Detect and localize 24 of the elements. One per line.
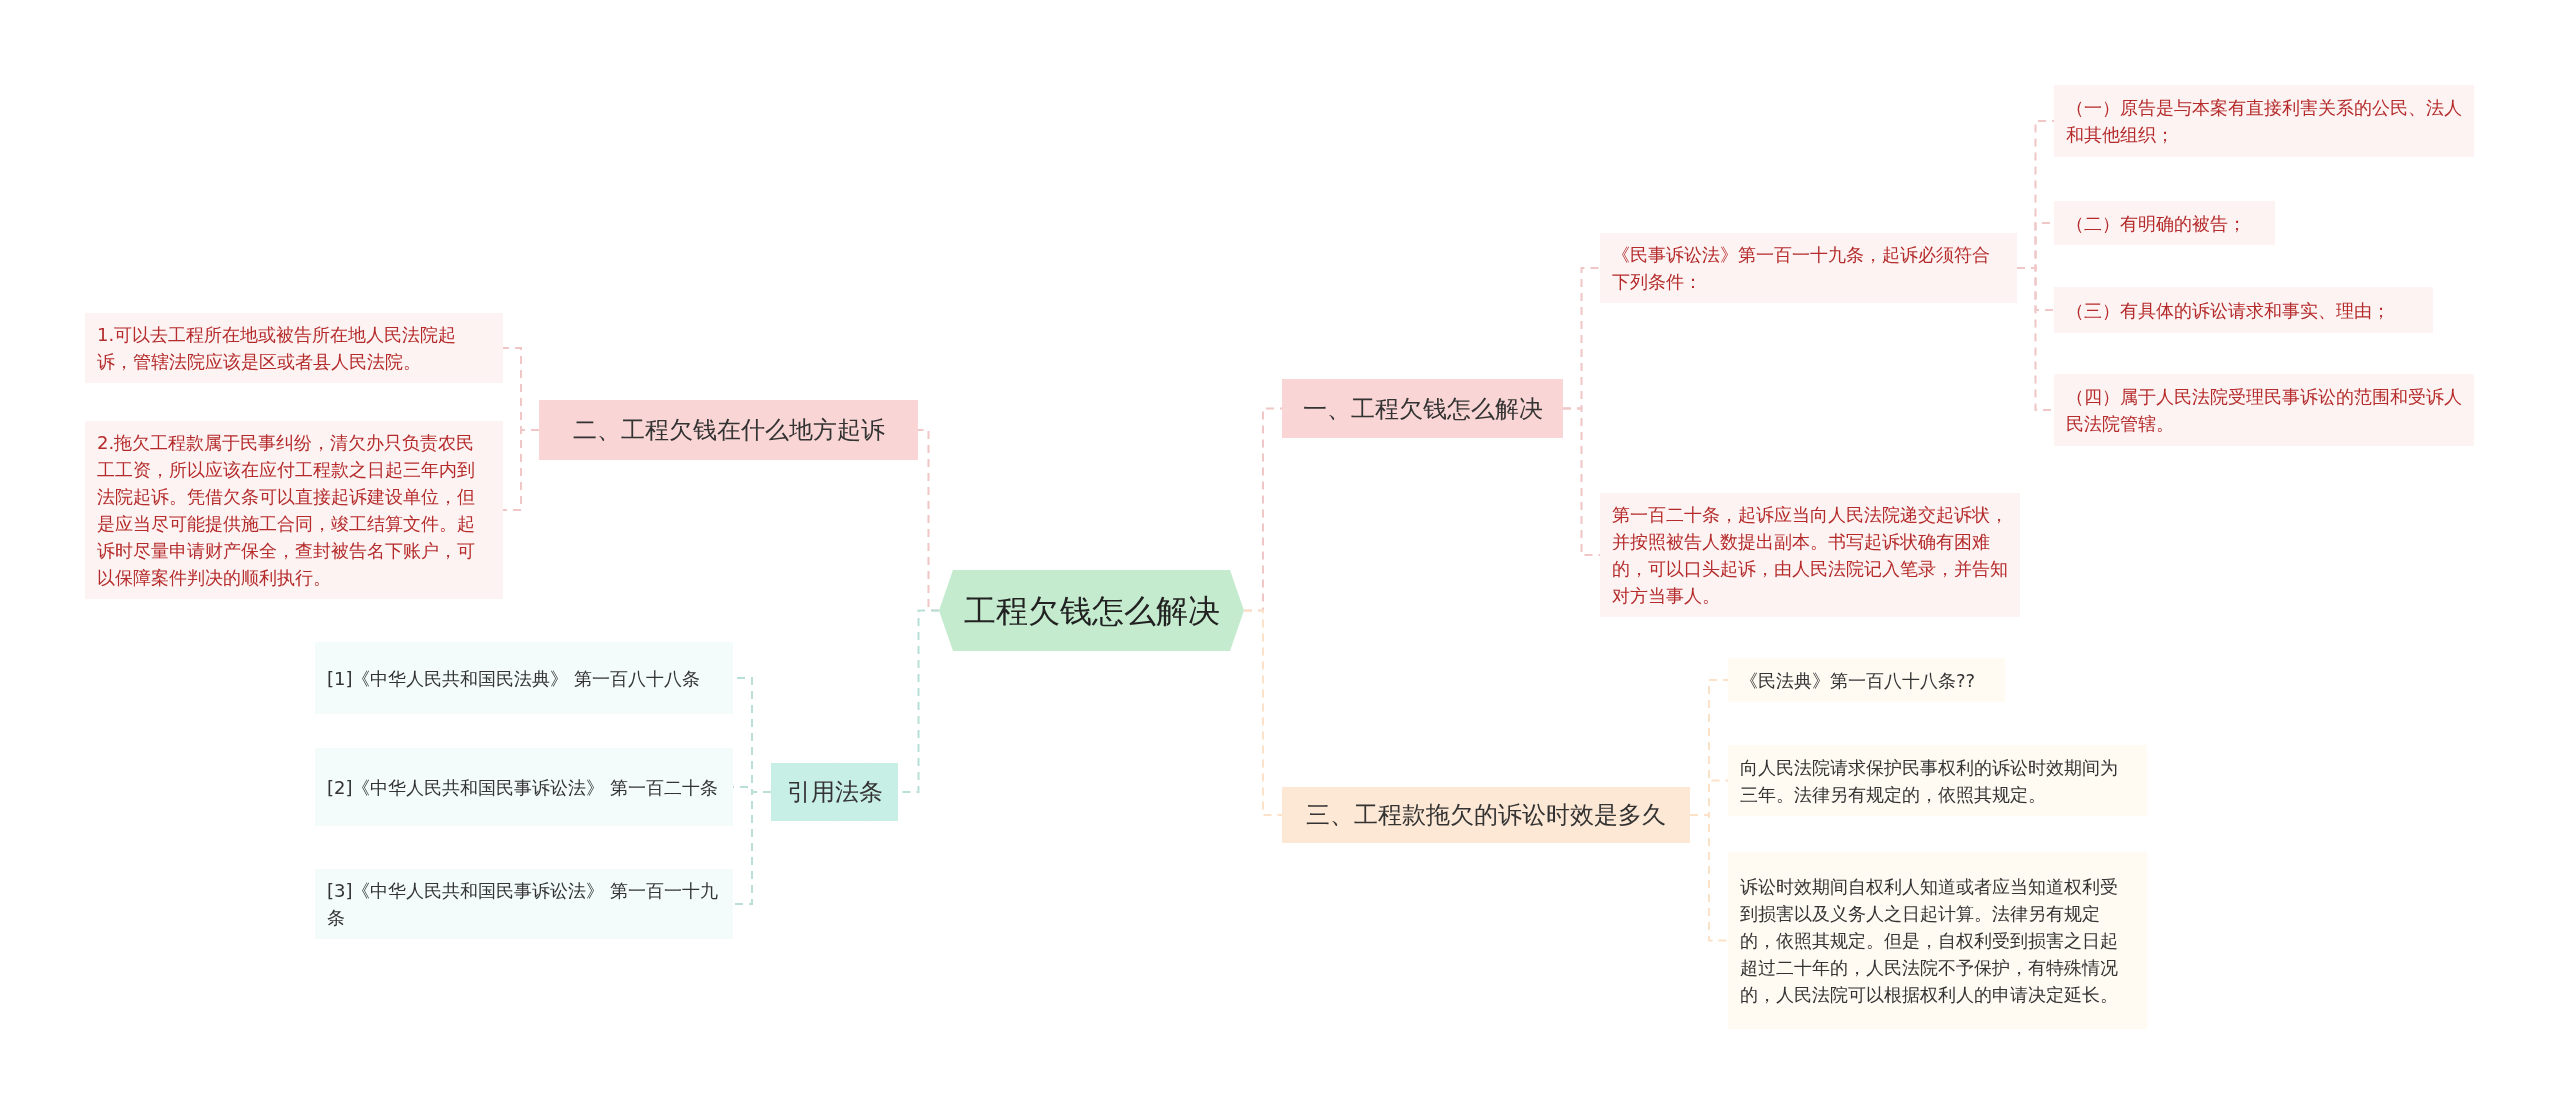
connector: [1562, 407, 1601, 556]
connector: [1243, 609, 1283, 816]
note-box: 2.拖欠工程款属于民事纠纷，清欠办只负责农民工工资，所以应该在应付工程款之日起三年内到法院起诉。凭借欠条可以直接起诉建设单位，但是应当尽可能提供施工合同，竣工结算文件。起诉时尽量申请财产保全，查封被告名下账户，可以保障案件判决的顺利执行。: [85, 421, 503, 599]
note-box: [2]《中华人民共和国民事诉讼法》 第一百二十条: [315, 748, 733, 826]
connector: [732, 791, 772, 905]
note-box: [1]《中华人民共和国民法典》 第一百八十八条: [315, 642, 733, 714]
note-box: [3]《中华人民共和国民事诉讼法》 第一百一十九条: [315, 869, 733, 939]
note-box: 诉讼时效期间自权利人知道或者应当知道权利受到损害以及义务人之日起计算。法律另有规定的，依照其规定。但是，自权利受到损害之日起超过二十年的，人民法院不予保护，有特殊情况的，人民法院可以根据权利人的申请决定延长。: [1728, 852, 2147, 1029]
topic-box: 三、工程款拖欠的诉讼时效是多久: [1282, 787, 1690, 843]
note-box: （一）原告是与本案有直接利害关系的公民、法人和其他组织；: [2054, 85, 2474, 157]
note-box: （四）属于人民法院受理民事诉讼的范围和受诉人民法院管辖。: [2054, 374, 2474, 446]
note-box: 第一百二十条，起诉应当向人民法院递交起诉状，并按照被告人数提出副本。书写起诉状确有困难的，可以口头起诉，由人民法院记入笔录，并告知对方当事人。: [1600, 493, 2020, 617]
note-box: （二）有明确的被告；: [2054, 201, 2275, 245]
note-box: （三）有具体的诉讼请求和事实、理由；: [2054, 287, 2433, 333]
connector: [502, 429, 540, 511]
note-box: 1.可以去工程所在地或被告所在地人民法院起诉，管辖法院应该是区或者县人民法院。: [85, 313, 503, 383]
topic-box: 二、工程欠钱在什么地方起诉: [539, 400, 918, 460]
note-box: 向人民法院请求保护民事权利的诉讼时效期间为三年。法律另有规定的，依照其规定。: [1728, 745, 2147, 816]
connector: [1689, 814, 1729, 942]
hexagon-node: 工程欠钱怎么解决: [939, 570, 1244, 651]
topic-box: 引用法条: [771, 763, 898, 821]
topic-box: 一、工程欠钱怎么解决: [1282, 379, 1563, 438]
note-box: 《民法典》第一百八十八条??: [1728, 658, 2005, 702]
note-box: 《民事诉讼法》第一百一十九条，起诉必须符合下列条件：: [1600, 233, 2017, 303]
